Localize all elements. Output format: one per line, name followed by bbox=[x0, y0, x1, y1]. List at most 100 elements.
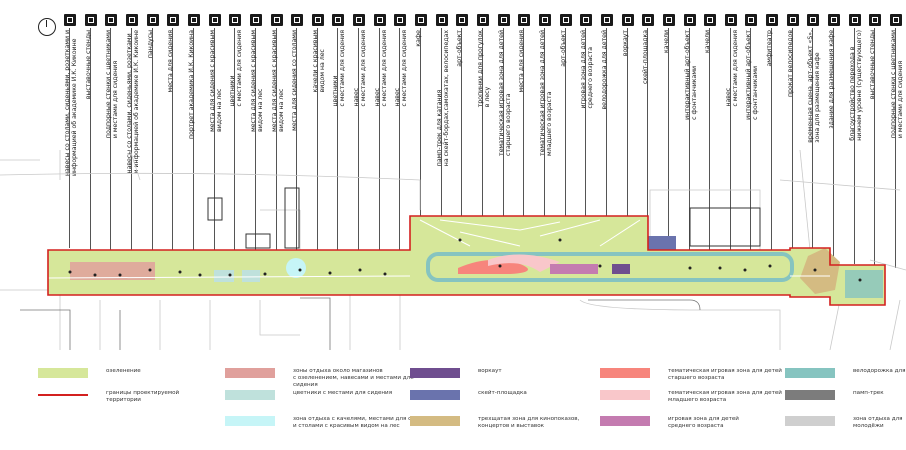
workout-zone bbox=[612, 264, 630, 274]
callout-text: цветники с местами для сидения bbox=[229, 30, 244, 107]
bike-icon bbox=[786, 14, 799, 26]
legend-swatch bbox=[785, 416, 835, 426]
leader-line bbox=[626, 28, 628, 258]
leader-line bbox=[709, 28, 711, 262]
leader-line bbox=[254, 28, 256, 270]
callout-text: амфитеатр bbox=[766, 30, 774, 67]
legend-swatch bbox=[410, 390, 460, 400]
callout-text: тематическая игровая зона для детей стар… bbox=[497, 30, 512, 157]
callout-text: тематическая игровая зона для детей млад… bbox=[538, 30, 553, 157]
leader-line bbox=[791, 28, 793, 256]
pavilion-icon bbox=[394, 14, 407, 26]
forest-icon bbox=[477, 14, 489, 26]
callout-text: выставочные стенды bbox=[84, 30, 92, 100]
bench-icon bbox=[167, 14, 180, 26]
crossing-zone bbox=[845, 270, 883, 298]
callout-text: арт-объект bbox=[559, 30, 567, 67]
flowerbed-icon bbox=[105, 14, 118, 26]
callout-text: благоустройство перехода в нижнем уровне… bbox=[848, 30, 863, 141]
artobject-icon bbox=[456, 14, 469, 26]
callout-text: велодорожка для детей bbox=[600, 30, 608, 110]
shop-rest-zone bbox=[70, 262, 155, 280]
leader-line bbox=[895, 28, 896, 268]
legend-text: зона отдыха для молодёжи bbox=[853, 416, 903, 429]
callout-text: навес с местами для сидения bbox=[353, 30, 368, 107]
leader-line bbox=[688, 28, 690, 260]
callout-text: подпорные стенки с цветниками и местами … bbox=[105, 30, 120, 139]
flowerbed-icon bbox=[229, 14, 242, 26]
callout-text: тропинки для прогулок в лесу bbox=[477, 30, 491, 108]
callout-text: места для сидения с красивым видом на ле… bbox=[270, 30, 285, 132]
leader-line bbox=[296, 28, 298, 266]
leader-line bbox=[89, 28, 91, 253]
legend-text: скейт-площадка bbox=[478, 390, 527, 396]
flower-bed bbox=[214, 270, 234, 282]
legend-swatch bbox=[600, 368, 650, 378]
podium-icon bbox=[146, 14, 159, 26]
stand-icon bbox=[84, 14, 97, 26]
pavilion-icon bbox=[373, 14, 386, 26]
legend-item: игровая зона для детей среднего возраста bbox=[600, 416, 788, 430]
legend-swatch bbox=[600, 390, 650, 400]
leader-line bbox=[337, 28, 339, 266]
legend-item: велодорожка для детей bbox=[785, 368, 906, 378]
callout-text: качели с красивым видом на лес bbox=[311, 30, 326, 93]
leader-line bbox=[213, 28, 215, 270]
legend-item: тематическая игровая зона для детей млад… bbox=[600, 390, 788, 404]
bench-icon bbox=[518, 14, 531, 26]
callout-text: интерактивный арт-объект с фонтанчиками bbox=[745, 30, 760, 120]
playground-icon bbox=[538, 14, 551, 26]
leader-line bbox=[647, 28, 649, 243]
legend-text: трехщатая зона для кинопоказов, концерто… bbox=[478, 416, 580, 429]
callout-text: навес с местами для сидения bbox=[373, 30, 388, 107]
leader-line bbox=[130, 28, 132, 260]
legend-item: озеленение bbox=[38, 368, 226, 378]
greenery bbox=[48, 216, 885, 305]
leader-line bbox=[234, 28, 236, 272]
site-plan bbox=[0, 150, 906, 350]
legend-text: озеленение bbox=[106, 368, 141, 374]
callout-text: кафе bbox=[415, 30, 423, 47]
leader-line bbox=[192, 28, 194, 268]
stand-icon bbox=[869, 14, 882, 26]
cafe-icon bbox=[415, 14, 428, 26]
leader-line bbox=[750, 28, 752, 262]
leader-line bbox=[69, 28, 70, 248]
legend-swatch bbox=[410, 416, 460, 426]
leader-line bbox=[358, 28, 360, 268]
amphitheater-icon bbox=[766, 14, 779, 26]
callout-text: воркаут bbox=[621, 30, 629, 57]
legend-swatch bbox=[785, 390, 835, 400]
leader-line bbox=[316, 28, 318, 264]
legend-swatch bbox=[38, 368, 88, 378]
legend-text: памп-трек bbox=[853, 390, 884, 396]
legend-text: велодорожка для детей bbox=[853, 368, 906, 374]
workout-icon bbox=[621, 14, 634, 26]
swing-icon bbox=[311, 14, 324, 26]
callout-text: временная сцена, арт-объект «S», зона дл… bbox=[807, 30, 822, 143]
leader-line bbox=[172, 28, 174, 266]
legend-swatch bbox=[600, 416, 650, 426]
leader-line bbox=[667, 28, 669, 260]
legend-text: игровая зона для детей среднего возраста bbox=[668, 416, 739, 429]
legend-item: памп-трек bbox=[785, 390, 906, 400]
leader-line bbox=[812, 28, 814, 260]
callout-labels: навесы со столами, сиденьями, розетками … bbox=[0, 0, 906, 272]
callout-text: скейт-площадка bbox=[642, 30, 650, 85]
leader-line bbox=[151, 28, 153, 263]
legend-item: воркаут bbox=[410, 368, 598, 378]
older-kids-play-zone bbox=[458, 259, 528, 274]
bench-icon bbox=[208, 14, 221, 26]
leader-line bbox=[543, 28, 545, 253]
swing-zone bbox=[286, 258, 306, 278]
callout-text: места для сидения bbox=[518, 30, 526, 93]
table-icon bbox=[291, 14, 304, 26]
leader-line bbox=[585, 28, 587, 256]
leader-line bbox=[833, 28, 835, 258]
legend-item: тематическая игровая зона для детей стар… bbox=[600, 368, 788, 382]
legend-swatch bbox=[225, 416, 275, 426]
building-icon bbox=[828, 14, 841, 26]
legend-swatch bbox=[225, 368, 275, 378]
crossing-icon bbox=[848, 14, 861, 26]
leader-line bbox=[461, 28, 463, 243]
